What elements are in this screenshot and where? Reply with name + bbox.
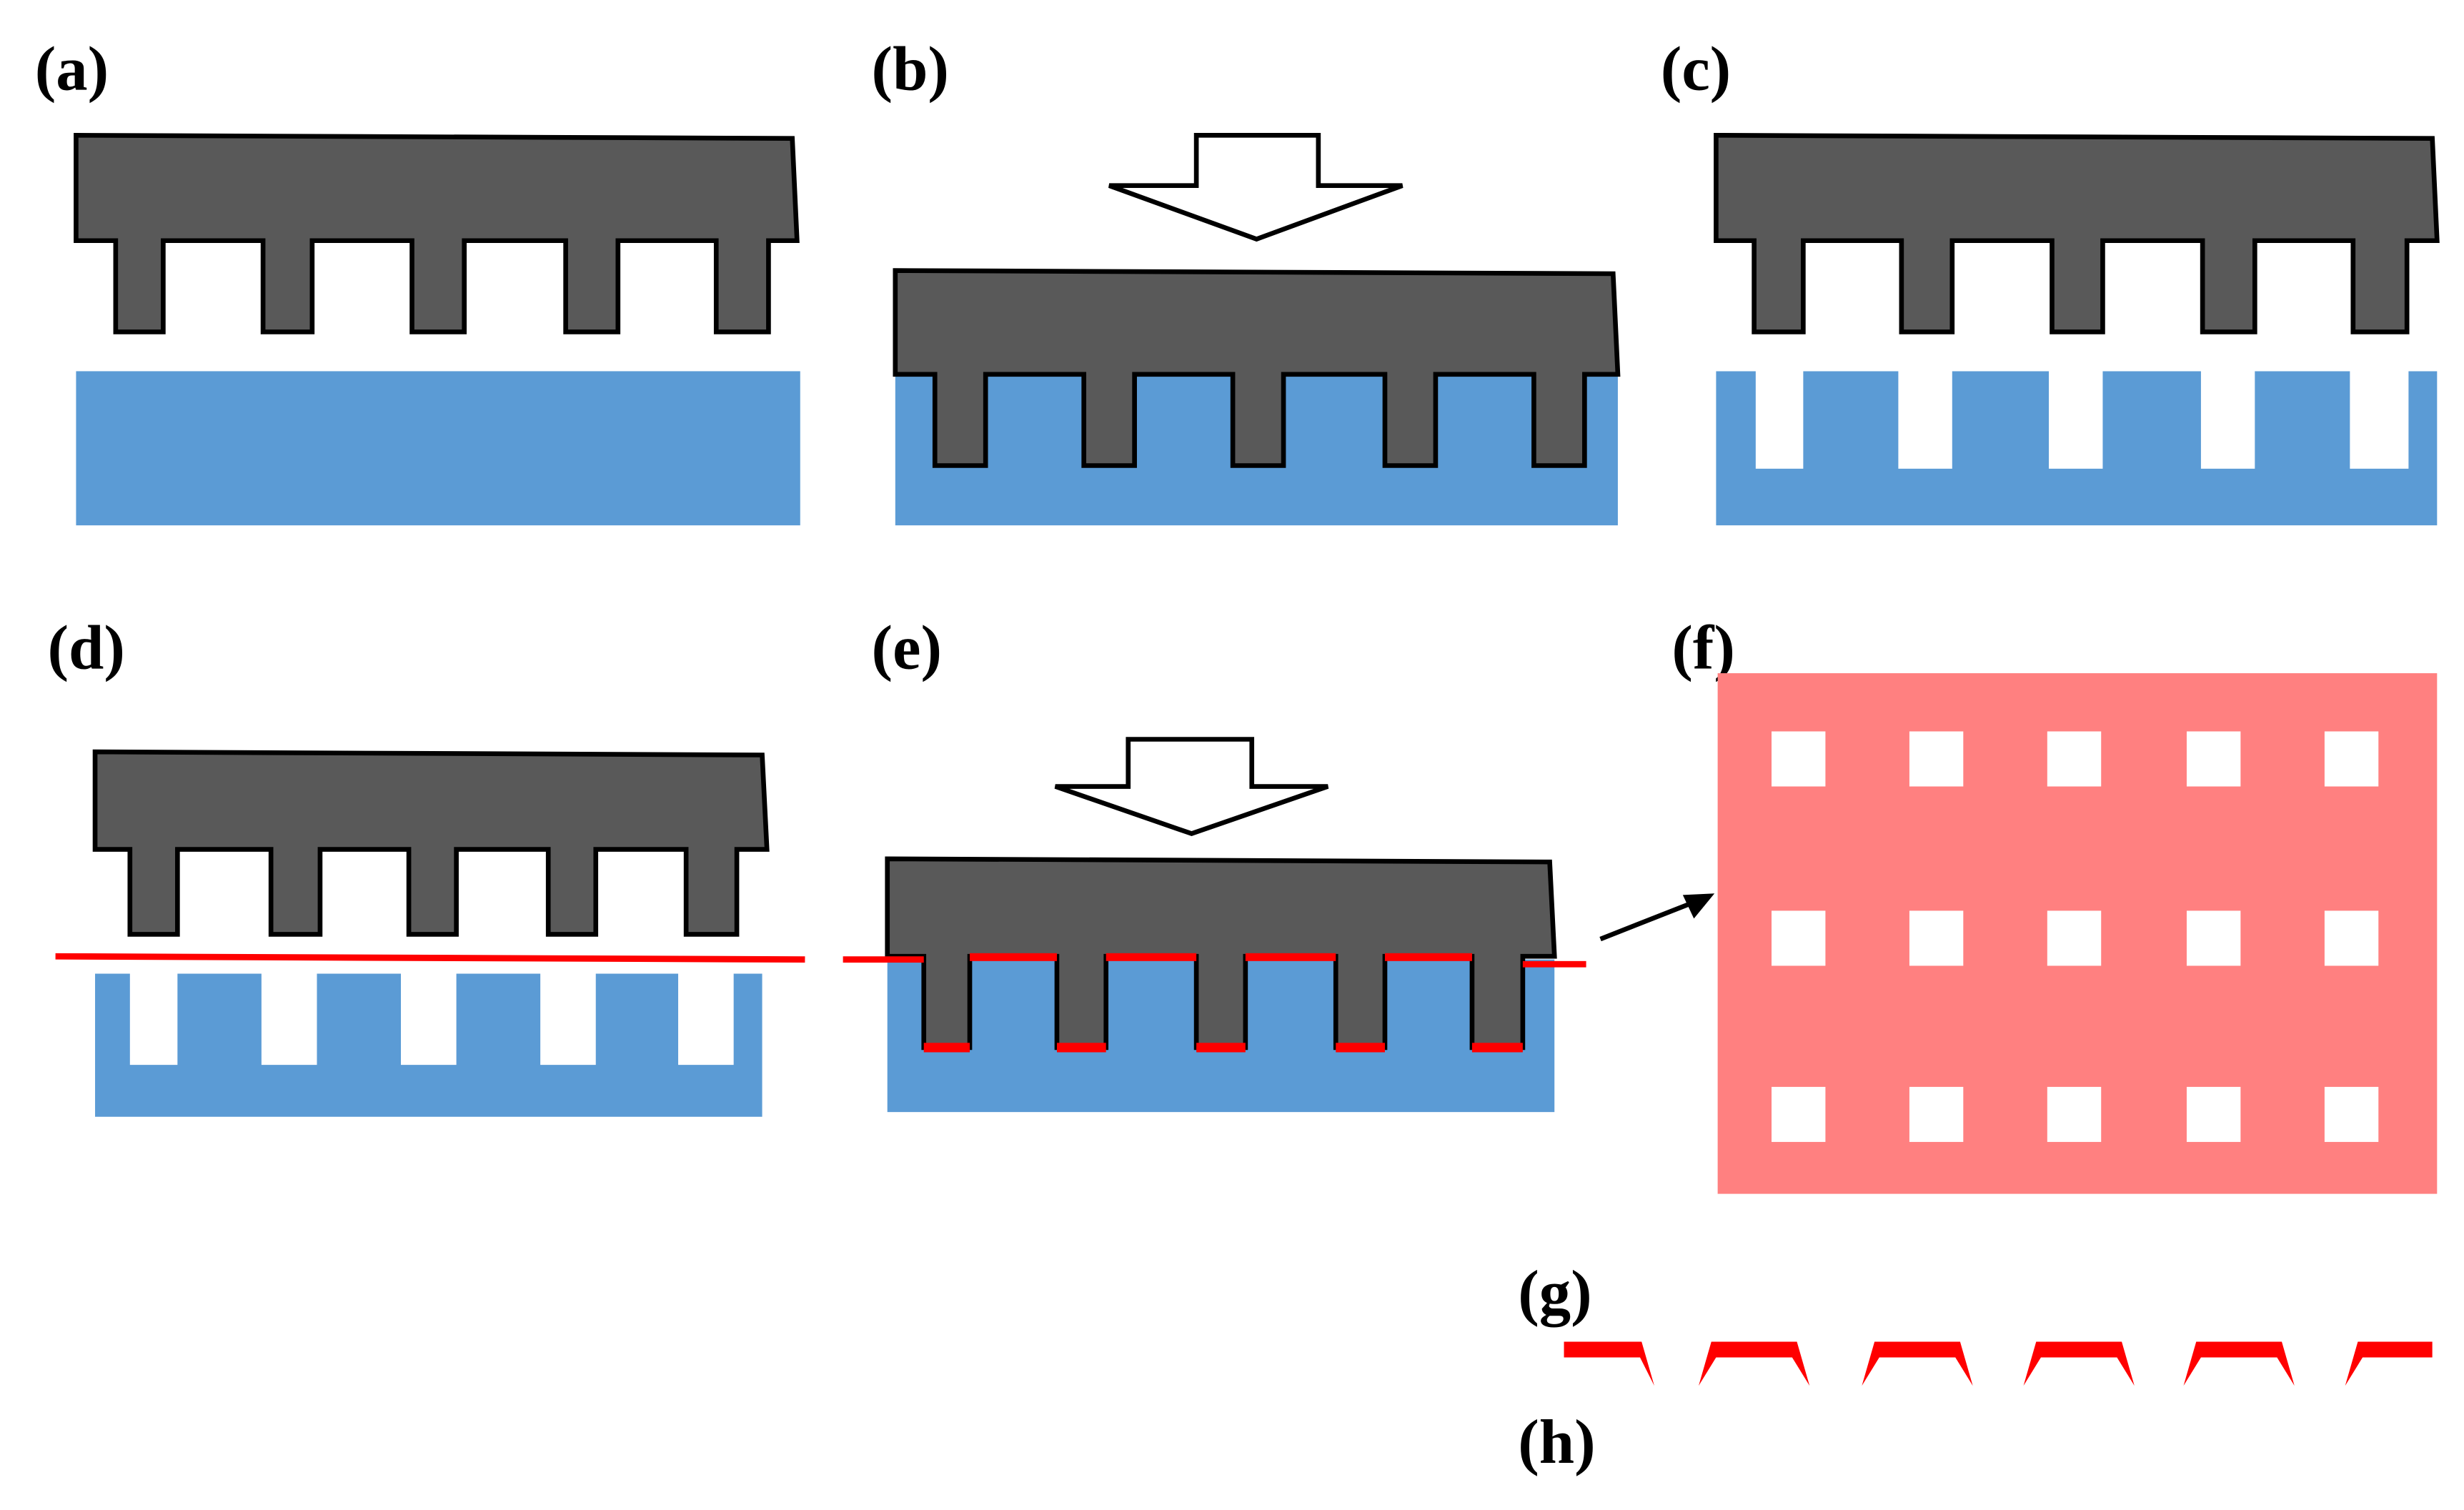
membrane-hole — [1909, 731, 1964, 787]
film-segment — [1564, 1341, 1654, 1386]
pointer-arrow — [1599, 900, 1694, 942]
membrane-hole — [1772, 910, 1826, 966]
panel-label-h: (h) — [1518, 1407, 1595, 1477]
press-arrow-b — [1108, 132, 1404, 242]
mold-c — [1714, 132, 2440, 334]
film-segment — [2345, 1341, 2433, 1386]
film-segment — [2183, 1341, 2295, 1386]
film-e — [843, 953, 1586, 1053]
film-segment — [1862, 1341, 1973, 1386]
mold-b — [893, 268, 1621, 468]
membrane-hole — [2047, 731, 2102, 787]
substrate-a — [76, 371, 800, 526]
panel-e — [843, 737, 1715, 1113]
panel-b — [893, 132, 1621, 526]
panel-label-e: (e) — [872, 613, 942, 683]
panel-label-f: (f) — [1671, 613, 1735, 683]
membrane-hole — [2186, 910, 2241, 966]
panel-label-a: (a) — [35, 34, 109, 104]
membrane-hole — [2047, 1086, 2102, 1142]
film-segment — [2023, 1341, 2135, 1386]
mold-d — [92, 749, 770, 937]
press-arrow-e — [1054, 737, 1329, 837]
membrane-hole — [2186, 731, 2241, 787]
mold-a — [74, 132, 800, 334]
panel-d — [55, 749, 805, 1117]
membrane-hole — [1772, 1086, 1826, 1142]
membrane-hole — [2186, 1086, 2241, 1142]
panel-a — [74, 132, 800, 526]
panel-label-b: (b) — [872, 34, 949, 104]
membrane-hole — [1772, 731, 1826, 787]
pointer-arrowhead — [1682, 893, 1715, 919]
panel-g-film-cross-section — [1564, 1341, 2433, 1386]
panel-f — [1717, 673, 2438, 1194]
panel-label-d: (d) — [48, 613, 125, 683]
membrane-hole — [2324, 1086, 2379, 1142]
membrane-hole — [1909, 1086, 1964, 1142]
membrane-hole — [2324, 910, 2379, 966]
panel-label-c: (c) — [1661, 34, 1731, 104]
membrane-hole — [2324, 731, 2379, 787]
film-d — [55, 953, 805, 963]
membrane-hole — [1909, 910, 1964, 966]
membrane-hole — [2047, 910, 2102, 966]
patterned-substrate-d — [95, 973, 762, 1117]
panel-label-g: (g) — [1518, 1258, 1591, 1328]
patterned-substrate-c — [1716, 371, 2438, 526]
panel-c — [1714, 132, 2440, 526]
membrane-holes — [1772, 731, 2379, 1142]
film-segment — [1699, 1341, 1810, 1386]
